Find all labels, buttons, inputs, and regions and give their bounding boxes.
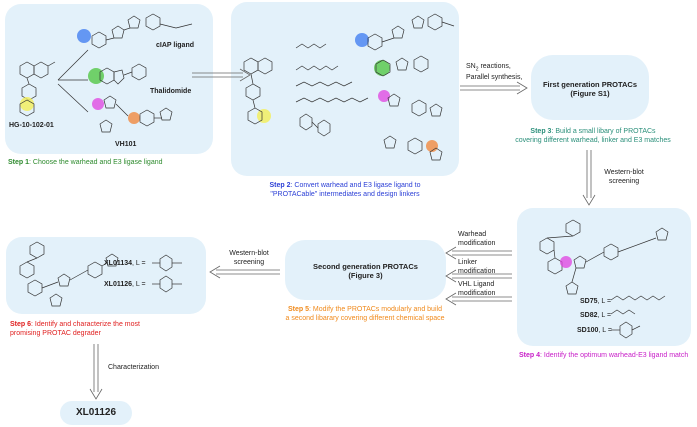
step2-caption-text-1: : Convert warhead and E3 ligase ligand t…: [290, 182, 421, 189]
step6-caption-text-2: promising PROTAC degrader: [10, 330, 101, 337]
sn2-subscript: 2: [475, 66, 479, 73]
xl01134-name: XL01134: [104, 260, 133, 267]
step1-panel: [5, 4, 213, 154]
western-blot-2-line1: Western-blot: [229, 250, 269, 257]
sd82-name: SD82: [580, 312, 598, 319]
sn2-text-rest: reactions,: [478, 63, 511, 70]
thalidomide-structure: [88, 63, 147, 85]
step2-ciap-structure: [355, 13, 455, 51]
step3-caption-text-2: covering different warhead, linker and E…: [515, 137, 671, 144]
step4-protac-structure: [539, 219, 669, 295]
vh101-structure: [92, 95, 173, 133]
step6-linkers: [152, 254, 182, 293]
vh101-label: VH101: [115, 141, 137, 148]
second-gen-title-1: Second generation PROTACs: [313, 262, 418, 271]
warhead-structure: [19, 61, 56, 117]
step2-panel: [231, 2, 459, 176]
warhead-modification-label: Warhead modification: [458, 230, 495, 248]
step2-vh101-structure: [378, 90, 443, 161]
step4-caption-text: : Identify the optimum warhead-E3 ligand…: [540, 352, 689, 359]
linker-mod-line2: modification: [458, 268, 496, 275]
xl01134-suffix: , L =: [132, 260, 146, 267]
xl01126-suffix: , L =: [132, 281, 146, 288]
step4-panel: [517, 208, 691, 346]
vhl-mod-line2: modification: [458, 290, 496, 297]
sd75-label: SD75, L =: [580, 297, 611, 306]
arrow-step1-to-step2: [192, 68, 251, 82]
final-panel: [60, 401, 132, 425]
step2-warhead-structure: [243, 57, 273, 125]
final-compound-label: XL01126: [75, 407, 117, 418]
step2-caption: Step 2: Convert warhead and E3 ligase li…: [236, 181, 454, 199]
warhead-compound-label: HG-10-102-01: [9, 122, 54, 129]
step2-thalidomide-structure: [374, 55, 429, 77]
ciap-ligand-structure: [77, 13, 193, 49]
western-blot-1-line2: screening: [608, 178, 640, 185]
arrow-step6-to-final: [89, 344, 103, 400]
sd75-suffix: , L =: [597, 298, 612, 305]
vhl-mod-line1: VHL Ligand: [458, 281, 495, 288]
linker-structures: [295, 43, 369, 137]
sd75-name: SD75: [580, 298, 598, 305]
sd100-suffix: , L =: [598, 327, 612, 334]
thalidomide-label: Thalidomide: [150, 88, 192, 95]
step1-caption-num: Step 1: [8, 159, 30, 166]
sd100-label: SD100, L =: [577, 326, 612, 335]
western-blot-label-1: Western-blot screening: [594, 168, 654, 186]
second-gen-title-2: (Figure 3): [348, 271, 383, 280]
step3-caption-num: Step 3: [530, 128, 552, 135]
linker-mod-line1: Linker: [458, 259, 478, 266]
step4-linkers: [610, 295, 666, 339]
step2-caption-num: Step 2: [269, 182, 291, 189]
step2-caption-text-2: "PROTACable" intermediates and design li…: [270, 191, 420, 198]
modification-arrows: [445, 246, 512, 306]
step3-caption-text-1: : Build a small libary of PROTACs: [551, 128, 656, 135]
western-blot-1-line1: Western-blot: [604, 169, 644, 176]
step6-protac-structure: [19, 241, 119, 307]
step6-caption-num: Step 6: [10, 321, 32, 328]
step1-caption: Step 1: Choose the warhead and E3 ligase…: [8, 158, 163, 167]
xl01134-label: XL01134, L =: [104, 259, 146, 268]
sn2-text: SN: [466, 63, 476, 70]
step4-caption: Step 4: Identify the optimum warhead-E3 …: [519, 351, 688, 360]
characterization-label: Characterization: [108, 364, 159, 371]
step4-caption-num: Step 4: [519, 352, 541, 359]
linker-modification-label: Linker modification: [458, 258, 495, 276]
parallel-synthesis-label: Parallel synthesis,: [466, 74, 523, 81]
step5-caption: Step 5: Modify the PROTACs modularly and…: [275, 305, 455, 323]
first-gen-title-1: First generation PROTACs: [542, 80, 638, 89]
xl01126-label: XL01126, L =: [104, 280, 146, 289]
vhl-modification-label: VHL Ligand modification: [458, 280, 495, 298]
step5-caption-num: Step 5: [288, 306, 310, 313]
second-gen-title: Second generation PROTACs (Figure 3): [285, 262, 446, 280]
sd82-label: SD82, L =: [580, 311, 611, 320]
step5-caption-text-1: : Modify the PROTACs modularly and build: [309, 306, 442, 313]
sd100-name: SD100: [577, 327, 599, 334]
sd82-suffix: , L =: [597, 312, 612, 319]
step3-caption: Step 3: Build a small libary of PROTACs …: [508, 127, 678, 145]
step6-panel: [6, 237, 206, 314]
step6-caption: Step 6: Identify and characterize the mo…: [10, 320, 140, 338]
sn2-label: SN2 reactions,: [466, 62, 511, 74]
arrow-step2-to-first-gen: [460, 81, 528, 95]
first-gen-title: First generation PROTACs (Figure S1): [531, 80, 649, 98]
step1-caption-text: : Choose the warhead and E3 ligase ligan…: [29, 159, 163, 166]
warhead-mod-line2: modification: [458, 240, 496, 247]
western-blot-2-line2: screening: [233, 259, 265, 266]
second-gen-panel: [285, 240, 446, 300]
ciap-ligand-label: cIAP ligand: [156, 42, 194, 49]
first-gen-title-2: (Figure S1): [570, 89, 610, 98]
arrow-first-gen-to-step4: [582, 150, 596, 206]
first-gen-panel: [531, 55, 649, 120]
arrow-second-gen-to-step6: [209, 265, 280, 279]
warhead-mod-line1: Warhead: [458, 231, 487, 238]
step5-caption-text-2: a second libarary covering different che…: [285, 315, 445, 322]
xl01126-name: XL01126: [104, 281, 133, 288]
western-blot-label-2: Western-blot screening: [220, 249, 278, 267]
step6-caption-text-1: : Identify and characterize the most: [31, 321, 140, 328]
